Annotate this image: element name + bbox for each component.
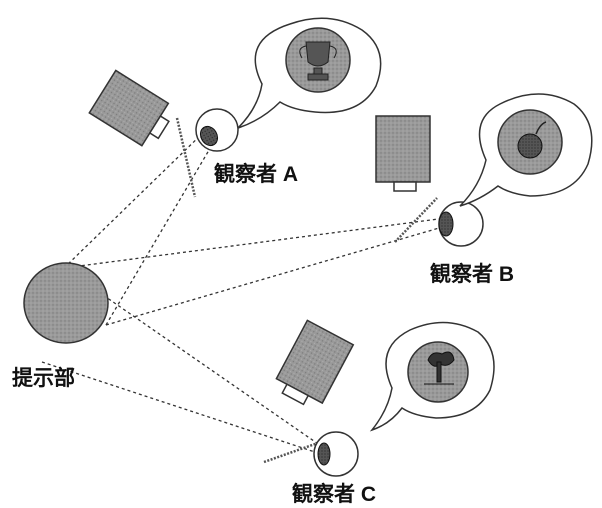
tree-icon bbox=[424, 351, 455, 385]
sight-line-c-bottom bbox=[41, 361, 325, 456]
camera-a-icon bbox=[88, 69, 170, 147]
sight-line-b-top bbox=[63, 217, 447, 269]
eye-c-icon bbox=[313, 431, 359, 477]
sight-lines bbox=[41, 129, 447, 456]
presenter-label: 提示部 bbox=[12, 367, 75, 390]
observer-a-label: 観察者 A bbox=[214, 163, 298, 186]
lens-plane-a bbox=[175, 117, 197, 198]
sight-line-b-bottom bbox=[105, 225, 447, 326]
eye-a-icon bbox=[195, 108, 239, 152]
observer-c-label: 観察者 C bbox=[292, 483, 376, 506]
trophy-icon bbox=[299, 41, 337, 81]
presenter-ellipse bbox=[23, 262, 109, 344]
camera-b-icon bbox=[375, 115, 431, 192]
bomb-icon bbox=[517, 121, 547, 159]
lens-plane-c bbox=[263, 441, 319, 464]
eye-b-icon bbox=[438, 201, 484, 247]
sight-line-a-top bbox=[63, 129, 207, 269]
speech-bubble-a bbox=[237, 17, 382, 129]
sight-line-a-bottom bbox=[105, 144, 213, 326]
sight-line-c-top bbox=[63, 267, 325, 449]
camera-c-icon bbox=[275, 319, 355, 406]
observer-b-label: 観察者 B bbox=[430, 263, 514, 286]
lens-plane-b bbox=[394, 197, 438, 243]
speech-bubble-b bbox=[459, 93, 593, 207]
speech-bubble-c bbox=[369, 321, 495, 432]
